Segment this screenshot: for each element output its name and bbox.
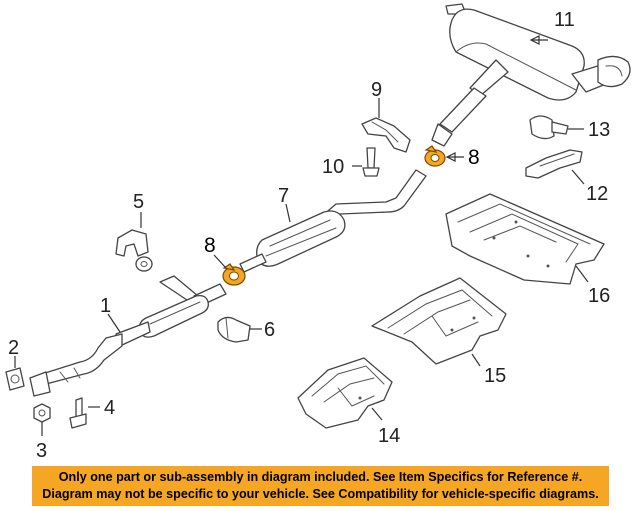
clamp-8-upper [424,145,446,167]
callout-4: 4 [88,397,115,419]
svg-text:14: 14 [378,425,400,447]
svg-text:5: 5 [133,191,144,213]
notice-banner: Only one part or sub-assembly in diagram… [32,466,609,506]
callout-5: 5 [133,191,144,228]
hanger-bracket-5 [115,229,153,272]
heat-shield-14 [297,357,393,429]
svg-text:15: 15 [484,365,506,387]
svg-text:4: 4 [104,397,115,419]
hanger-13 [529,115,569,140]
svg-text:8: 8 [468,146,480,169]
svg-text:10: 10 [322,156,344,178]
bracket-12 [525,149,583,179]
hanger-6 [217,316,251,343]
nut-3 [33,403,51,423]
svg-text:12: 12 [586,183,608,205]
callout-8-lower: 8 [204,234,227,269]
front-pipe-catalytic-converter [29,275,227,397]
callout-11: 11 [529,9,575,45]
callout-6: 6 [250,319,275,341]
svg-text:7: 7 [278,185,289,207]
svg-text:13: 13 [588,119,610,141]
callout-9: 9 [371,79,382,118]
callout-1: 1 [100,295,121,333]
svg-text:2: 2 [8,337,19,359]
callout-7: 7 [278,185,291,223]
gasket-2 [5,367,25,391]
intermediate-pipe [239,169,427,273]
svg-text:3: 3 [36,440,47,462]
svg-text:6: 6 [264,319,275,341]
svg-text:8: 8 [204,234,216,257]
stud-4 [69,397,87,429]
clamp-8-lower [222,263,246,286]
svg-text:16: 16 [588,285,610,307]
svg-text:11: 11 [554,9,575,31]
notice-line-1: Only one part or sub-assembly in diagram… [58,470,583,484]
heat-shield-15 [371,277,507,365]
bracket-9 [361,117,411,153]
callout-3: 3 [36,422,47,462]
callout-13: 13 [568,119,610,141]
callout-15: 15 [471,353,506,387]
bolt-10 [362,147,380,177]
muffler-assembly [431,3,631,147]
heat-shield-16 [445,193,605,285]
svg-text:9: 9 [371,79,382,101]
svg-text:1: 1 [100,295,111,317]
callout-2: 2 [8,337,19,368]
callout-8-upper: 8 [445,146,480,169]
callout-10: 10 [322,156,362,178]
callout-16: 16 [575,265,610,307]
notice-line-2: Diagram may not be specific to your vehi… [42,487,599,501]
callout-12: 12 [571,169,608,205]
callout-14: 14 [371,407,400,447]
